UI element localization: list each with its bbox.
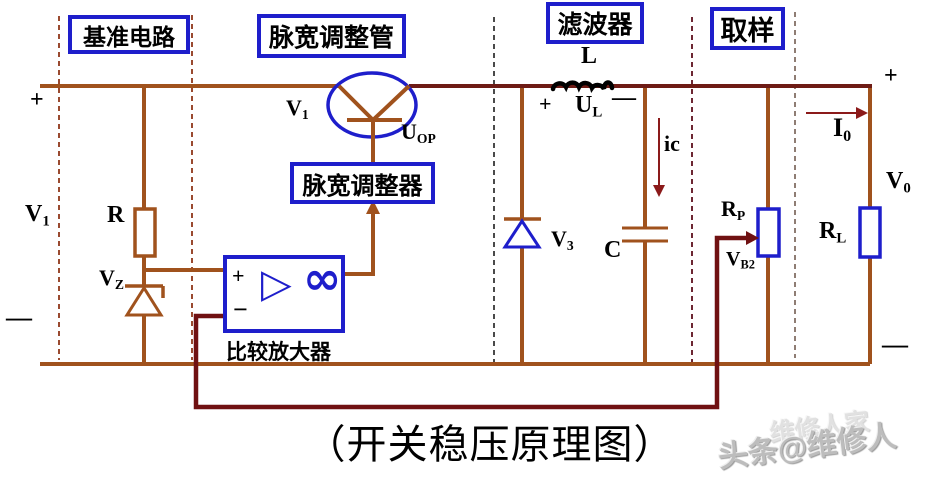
- wire-feedback: [193, 235, 746, 410]
- label-vb2: VB2: [726, 248, 755, 272]
- stage-label-reference: 基准电路: [83, 23, 175, 50]
- opamp-plus-input: +: [232, 263, 245, 288]
- load-resistor-body: [858, 206, 882, 259]
- opamp-output-arrowhead: [366, 200, 380, 214]
- output-plus-terminal: +: [884, 63, 898, 89]
- stage-box-pwm-transistor: 脉宽调整管: [257, 14, 406, 58]
- input-plus-terminal: +: [30, 87, 44, 113]
- opamp-minus-input: −: [233, 295, 248, 324]
- stage-label-filter: 滤波器: [557, 11, 633, 39]
- potentiometer-body: [756, 207, 781, 258]
- diagram-title: （开关稳压原理图）: [305, 422, 675, 467]
- wire-reference-branch: [142, 86, 223, 364]
- stage-box-pwm-modulator: 脉宽调整器: [290, 162, 435, 204]
- label-diode-v3: V3: [551, 226, 574, 254]
- label-zener-vz: VZ: [99, 265, 124, 293]
- label-uop: UOP: [401, 119, 436, 147]
- label-capacitor-c: C: [604, 237, 622, 263]
- transistor-leads: [337, 84, 411, 162]
- output-minus-terminal: —: [882, 330, 908, 359]
- label-ic: ic: [664, 131, 680, 156]
- opamp-triangle-icon: ▷: [261, 261, 292, 307]
- label-vo: V0: [886, 168, 911, 197]
- label-transistor-v1: V1: [286, 95, 309, 123]
- opamp-infinity-icon: ∞: [303, 251, 342, 305]
- label-resistor-r: R: [107, 202, 125, 228]
- inductor-coil: [550, 80, 615, 94]
- label-rl: RL: [819, 218, 847, 247]
- zener-diode-triangle: [124, 285, 164, 317]
- stage-label-pwm-transistor: 脉宽调整管: [268, 24, 394, 52]
- resistor-r-body: [133, 207, 157, 258]
- label-io: I0: [833, 113, 852, 145]
- label-rp: RP: [721, 196, 746, 224]
- comparator-caption: 比较放大器: [226, 341, 331, 364]
- output-current-arrowhead: [856, 107, 868, 119]
- wire-opamp-output: [345, 212, 375, 276]
- capacitor-plates: [622, 226, 668, 243]
- inductor-minus-sign: —: [612, 85, 636, 111]
- label-inductor-l: L: [581, 43, 598, 69]
- label-ul: UL: [575, 92, 603, 121]
- inductor-plus-sign: +: [539, 91, 552, 116]
- stage-box-filter: 滤波器: [546, 2, 644, 44]
- freewheel-diode-triangle: [502, 218, 542, 249]
- stage-label-sampling: 取样: [720, 16, 775, 46]
- stage-label-pwm-modulator: 脉宽调整器: [302, 172, 423, 200]
- capacitor-current-arrowhead: [653, 185, 665, 197]
- label-input-voltage: V1: [25, 201, 50, 230]
- feedback-arrowhead: [746, 231, 759, 245]
- stage-box-sampling: 取样: [710, 7, 785, 50]
- stage-box-reference: 基准电路: [68, 15, 190, 54]
- comparator-opamp: + − ▷ ∞: [223, 251, 345, 333]
- input-minus-terminal: —: [6, 303, 32, 332]
